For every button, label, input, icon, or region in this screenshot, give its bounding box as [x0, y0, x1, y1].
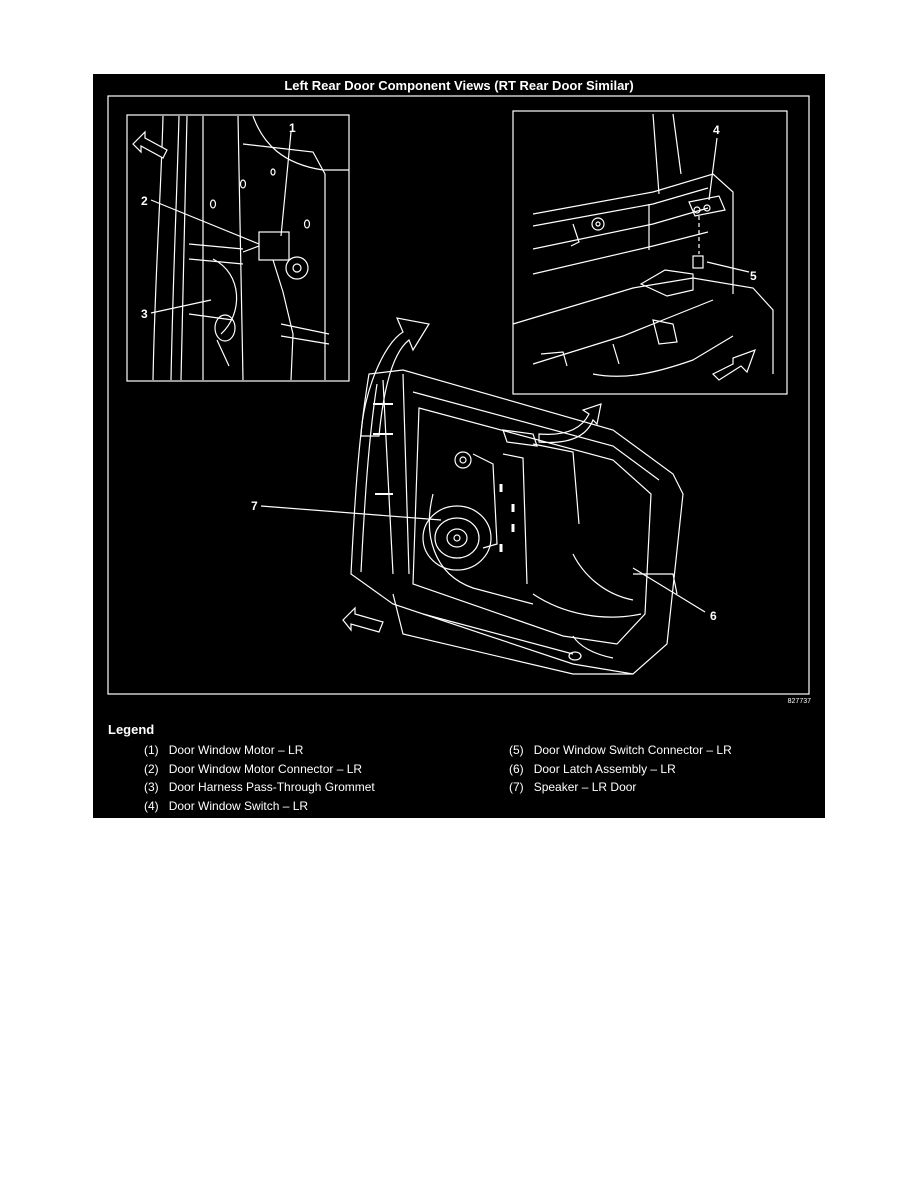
inset-window-motor [126, 114, 350, 382]
legend-item: (4) Door Window Switch – LR [144, 799, 308, 813]
callout-7: 7 [251, 499, 258, 513]
legend-text: Door Window Switch – LR [168, 799, 309, 813]
legend-text: Speaker – LR Door [533, 780, 637, 794]
diagram-frame [107, 95, 810, 695]
callout-2: 2 [141, 194, 148, 208]
inset-window-switch [512, 110, 788, 395]
legend-text: Door Latch Assembly – LR [533, 762, 676, 776]
callout-1: 1 [289, 121, 296, 135]
legend-text: Door Window Switch Connector – LR [533, 743, 732, 757]
legend-number: (3) [144, 780, 159, 794]
arrow-icon [132, 130, 168, 159]
figure-id: 827737 [787, 698, 811, 705]
legend-text: Door Window Motor Connector – LR [168, 762, 363, 776]
legend-item: (7) Speaker – LR Door [509, 780, 636, 794]
arrow-icon [711, 348, 757, 381]
figure-title: Left Rear Door Component Views (RT Rear … [284, 78, 634, 93]
callout-3: 3 [141, 307, 148, 321]
callout-5: 5 [750, 269, 757, 283]
legend-number: (7) [509, 780, 524, 794]
curved-arrow-icon [538, 403, 602, 444]
legend-item: (5) Door Window Switch Connector – LR [509, 743, 732, 757]
legend-item: (1) Door Window Motor – LR [144, 743, 303, 757]
legend-text: Door Harness Pass-Through Grommet [168, 780, 375, 794]
door-main-view [260, 369, 706, 675]
legend-item: (3) Door Harness Pass-Through Grommet [144, 780, 375, 794]
diagram-figure: Left Rear Door Component Views (RT Rear … [93, 74, 825, 818]
legend-item: (2) Door Window Motor Connector – LR [144, 762, 362, 776]
legend-heading: Legend [108, 722, 155, 737]
arrow-icon [342, 606, 384, 633]
legend-number: (5) [509, 743, 524, 757]
door-diagram-illustration: 1 2 3 4 5 6 7 [107, 95, 810, 695]
legend-number: (1) [144, 743, 159, 757]
legend-number: (2) [144, 762, 159, 776]
callout-4: 4 [713, 123, 720, 137]
legend-item: (6) Door Latch Assembly – LR [509, 762, 676, 776]
legend-text: Door Window Motor – LR [168, 743, 304, 757]
legend-number: (6) [509, 762, 524, 776]
legend-number: (4) [144, 799, 159, 813]
callout-6: 6 [710, 609, 717, 623]
